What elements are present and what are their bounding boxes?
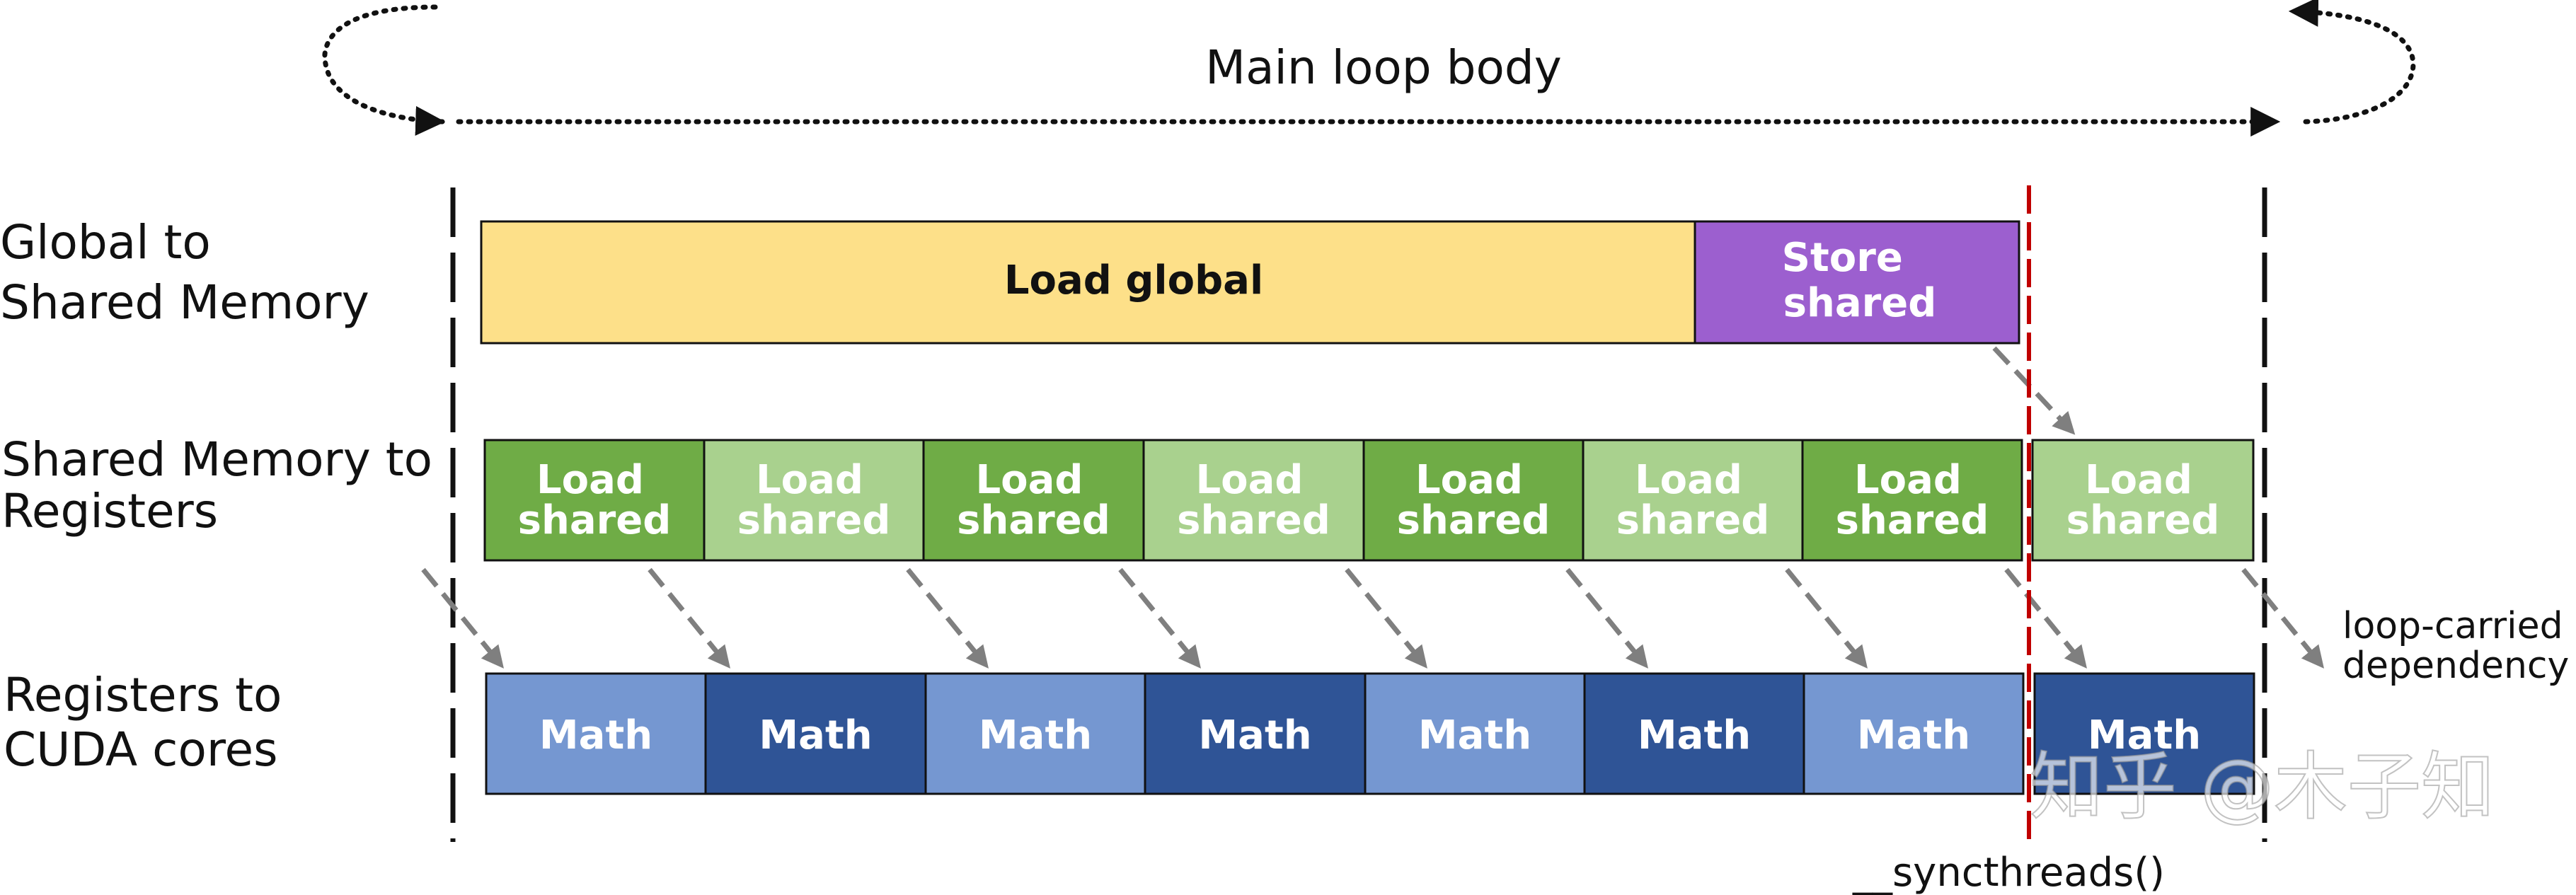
- dependency-arrows: [421, 346, 2324, 669]
- load-shared-block: [922, 439, 1145, 562]
- dependency-arrow: [1785, 567, 1868, 669]
- math-label: Math: [539, 712, 652, 758]
- dependency-arrow: [1992, 346, 2076, 435]
- math-label: Math: [1418, 712, 1531, 758]
- loop-carried-dependency-note: loop-carried dependency: [2342, 605, 2575, 687]
- math-label: Math: [1198, 712, 1311, 758]
- math-block: [2033, 672, 2255, 795]
- math-block: [1802, 672, 2025, 795]
- math-block: [485, 672, 707, 795]
- watermark: 知乎 @木子知: [2030, 744, 2495, 830]
- dependency-arrow: [421, 567, 504, 669]
- store-shared-label: Store shared: [1782, 235, 1937, 326]
- store-shared-block: [1694, 220, 2020, 345]
- registers-to-cuda-cores-row: Math Math Math Math Math Math Math Math: [485, 672, 2255, 795]
- loop-back-right-arrow: [2288, 0, 2416, 125]
- load-global-label: Load global: [1004, 258, 1263, 304]
- math-label: Math: [759, 712, 872, 758]
- load-shared-block: [703, 439, 925, 562]
- row-label-registers-to-cuda-cores: Registers to CUDA cores: [4, 668, 297, 777]
- dependency-arrow: [2004, 567, 2087, 669]
- math-block: [1364, 672, 1586, 795]
- load-global-block: [480, 220, 1696, 345]
- dependency-arrow: [1118, 567, 1201, 669]
- row-label-global-to-shared: Global to Shared Memory: [0, 215, 369, 330]
- dependency-arrow: [2241, 567, 2324, 669]
- math-label: Math: [1638, 712, 1751, 758]
- load-shared-block: [1582, 439, 1804, 562]
- load-shared-block: [2031, 439, 2255, 562]
- math-block: [704, 672, 927, 795]
- load-shared-block: [483, 439, 706, 562]
- row-label-shared-to-registers: Shared Memory to Registers: [1, 432, 447, 538]
- dependency-arrow: [648, 567, 730, 669]
- dependency-arrow: [906, 567, 989, 669]
- math-block: [1144, 672, 1367, 795]
- math-label: Math: [2088, 712, 2201, 758]
- main-loop-title: Main loop body: [1205, 40, 1562, 95]
- math-block: [924, 672, 1146, 795]
- dependency-arrow: [1345, 567, 1427, 669]
- load-shared-block: [1801, 439, 2023, 562]
- dependency-arrow: [1565, 567, 1648, 669]
- math-label: Math: [979, 712, 1092, 758]
- loop-back-left-arrow: [322, 4, 446, 136]
- syncthreads-label: __syncthreads(): [1852, 850, 2165, 895]
- math-label: Math: [1857, 712, 1970, 758]
